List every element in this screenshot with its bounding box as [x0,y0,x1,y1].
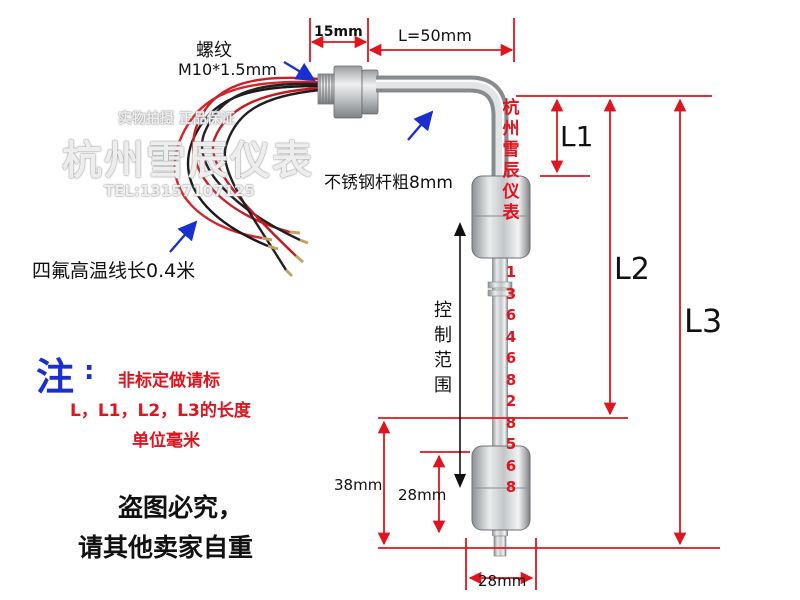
control-range-char: 围 [434,375,452,396]
control-range-char: 控 [434,300,452,321]
callout-arrows [169,60,434,253]
phone-digit: 4 [505,327,517,346]
note-line3: 单位毫米 [132,431,200,451]
label-L2: L2 [614,252,650,287]
phone-digit: 6 [505,349,517,367]
upper-float [471,175,531,259]
note-head: 注 [36,355,75,399]
phone-digit: 6 [505,456,517,475]
dim-38mm: 38mm [334,476,383,494]
phone-digit: 1 [505,263,517,281]
control-range-char: 范 [434,350,452,371]
thread-title: 螺纹 [196,40,232,61]
dim-L50mm: L=50mm [398,26,472,45]
phone-digit: 5 [505,435,517,453]
brand-char: 雪 [502,140,520,160]
control-range-arrow [454,222,466,488]
warning-line2: 请其他卖家自重 [78,533,254,562]
note-line1: 非标定做请标 [118,371,220,391]
watermark-tel: TEL:13157107125 [104,182,255,200]
label-L1: L1 [560,120,594,153]
brand-char: 州 [502,119,520,139]
vertical-brand-text: 杭 州 雪 辰 仪 表 [500,98,522,224]
brand-char: 辰 [502,161,520,181]
watermark-name: 杭州雪辰仪表 [62,138,314,184]
phone-digit: 6 [505,306,517,324]
label-L3: L3 [684,302,723,340]
threaded-fitting [317,65,379,119]
control-range-char: 制 [434,325,452,346]
thread-spec: M10*1.5mm [178,60,277,79]
watermark-top: 实物拍摄 正品保证 [118,111,235,127]
phone-digit: 8 [505,478,517,496]
dimension-lines [309,18,720,590]
phone-digit: 3 [505,284,517,303]
warning-line1: 盗图必究， [118,493,244,522]
dim-28mm-width: 28mm [478,572,527,590]
brand-char: 杭 [502,98,520,118]
phone-digit: 8 [505,413,517,432]
brand-char: 表 [502,203,520,223]
brand-char: 仪 [502,182,520,202]
phone-digit: 8 [505,370,517,389]
wire-bundle [173,76,321,271]
note-line2: L，L1，L2，L3的长度 [70,401,251,421]
phone-digit: 2 [505,392,517,410]
note-colon: : [84,356,95,386]
control-range-label: 控 制 范 围 [432,298,454,398]
vertical-phone-text: 1 3 6 4 6 8 2 8 5 6 8 [500,262,522,499]
dim-15mm: 15mm [314,24,363,40]
wire-tips [261,230,309,278]
lower-float [471,445,531,531]
wire-spec: 四氟高温线长0.4米 [32,260,196,282]
dim-28mm-height: 28mm [398,486,447,504]
rod-spec: 不锈钢杆粗8mm [324,173,453,193]
